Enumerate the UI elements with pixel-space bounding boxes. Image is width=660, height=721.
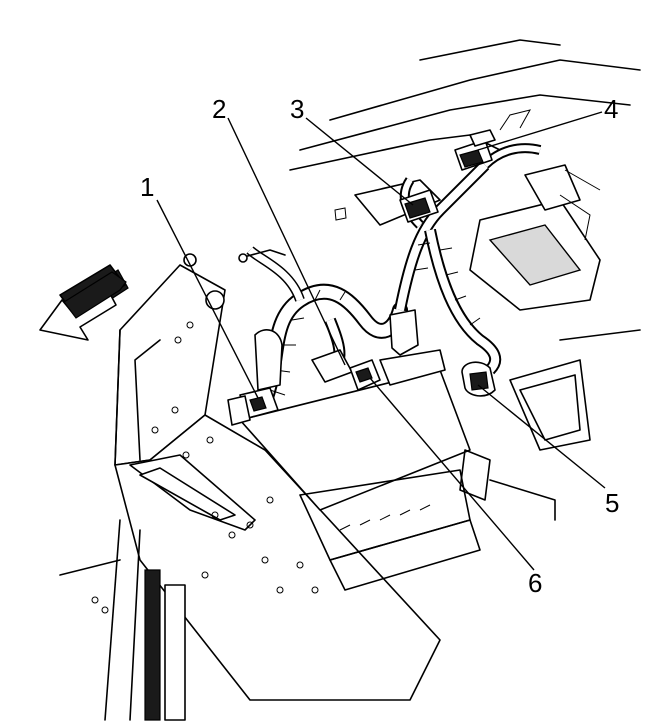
leader-line-3: [305, 117, 414, 206]
cowl-panel: [289, 39, 641, 226]
callout-5: 5: [605, 488, 619, 518]
callout-4: 4: [604, 94, 618, 124]
connectors: [227, 129, 496, 426]
leader-lines: [156, 111, 606, 571]
leader-line-4: [477, 111, 603, 151]
callout-6: 6: [528, 568, 542, 598]
callout-1: 1: [140, 172, 154, 202]
leader-line-1: [156, 199, 259, 399]
frame-rail: [91, 253, 441, 701]
callout-2: 2: [212, 94, 226, 124]
leader-line-5: [477, 384, 606, 489]
callout-labels: 1 2 3 4 5 6: [140, 94, 619, 598]
callout-3: 3: [290, 94, 304, 124]
lower-structure: [59, 329, 641, 721]
relay-block: [469, 164, 601, 311]
leader-line-2: [227, 117, 346, 366]
leader-line-6: [369, 377, 535, 571]
forward-arrow-icon: [39, 264, 129, 341]
